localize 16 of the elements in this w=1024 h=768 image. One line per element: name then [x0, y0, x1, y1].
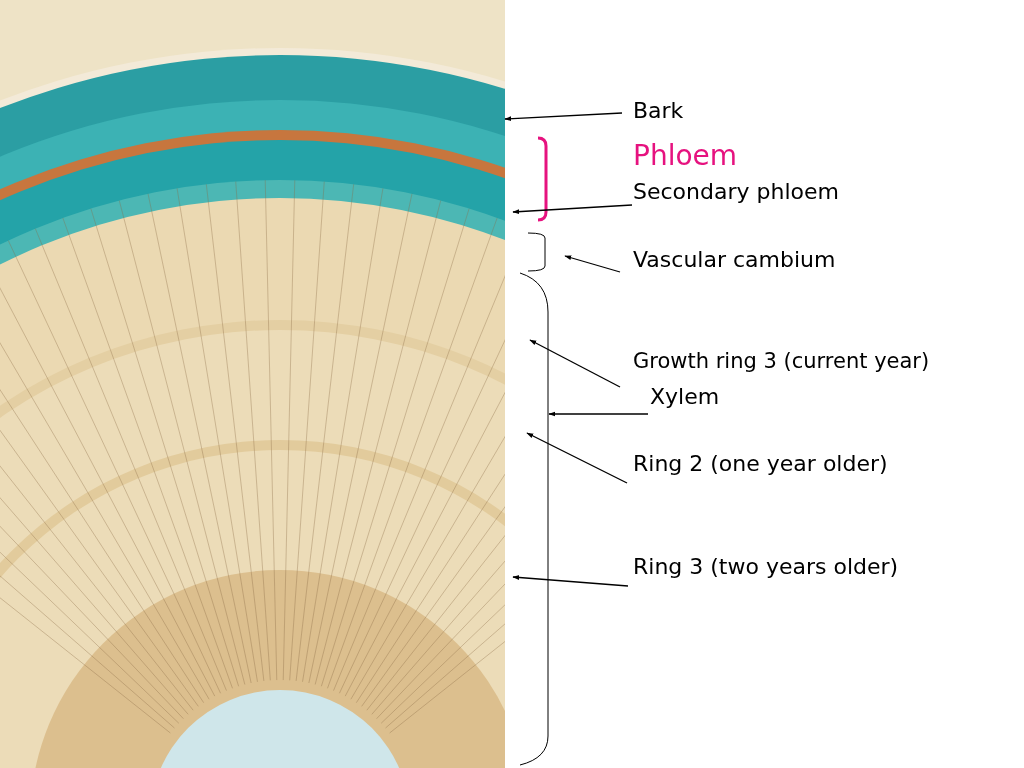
callout-label: Secondary phloem — [633, 178, 839, 206]
leader-arrow — [512, 575, 629, 587]
leader-arrow — [526, 432, 628, 484]
callout-label: Xylem — [650, 383, 720, 411]
stem-cross-section-drawing — [0, 0, 505, 768]
callout-label: Ring 3 (two years older) — [633, 553, 899, 581]
callout-label: Phloem — [633, 138, 738, 173]
callout-label: Ring 2 (one year older) — [633, 450, 888, 478]
leader-arrow — [564, 255, 621, 273]
callout-label: Vascular cambium — [633, 246, 836, 274]
callout-label: Growth ring 3 (current year) — [633, 348, 930, 375]
leader-arrow — [512, 204, 633, 215]
callout-label: Bark — [633, 97, 684, 125]
leader-arrow — [504, 112, 623, 122]
leader-arrow — [548, 411, 649, 417]
leader-arrow — [529, 339, 621, 388]
